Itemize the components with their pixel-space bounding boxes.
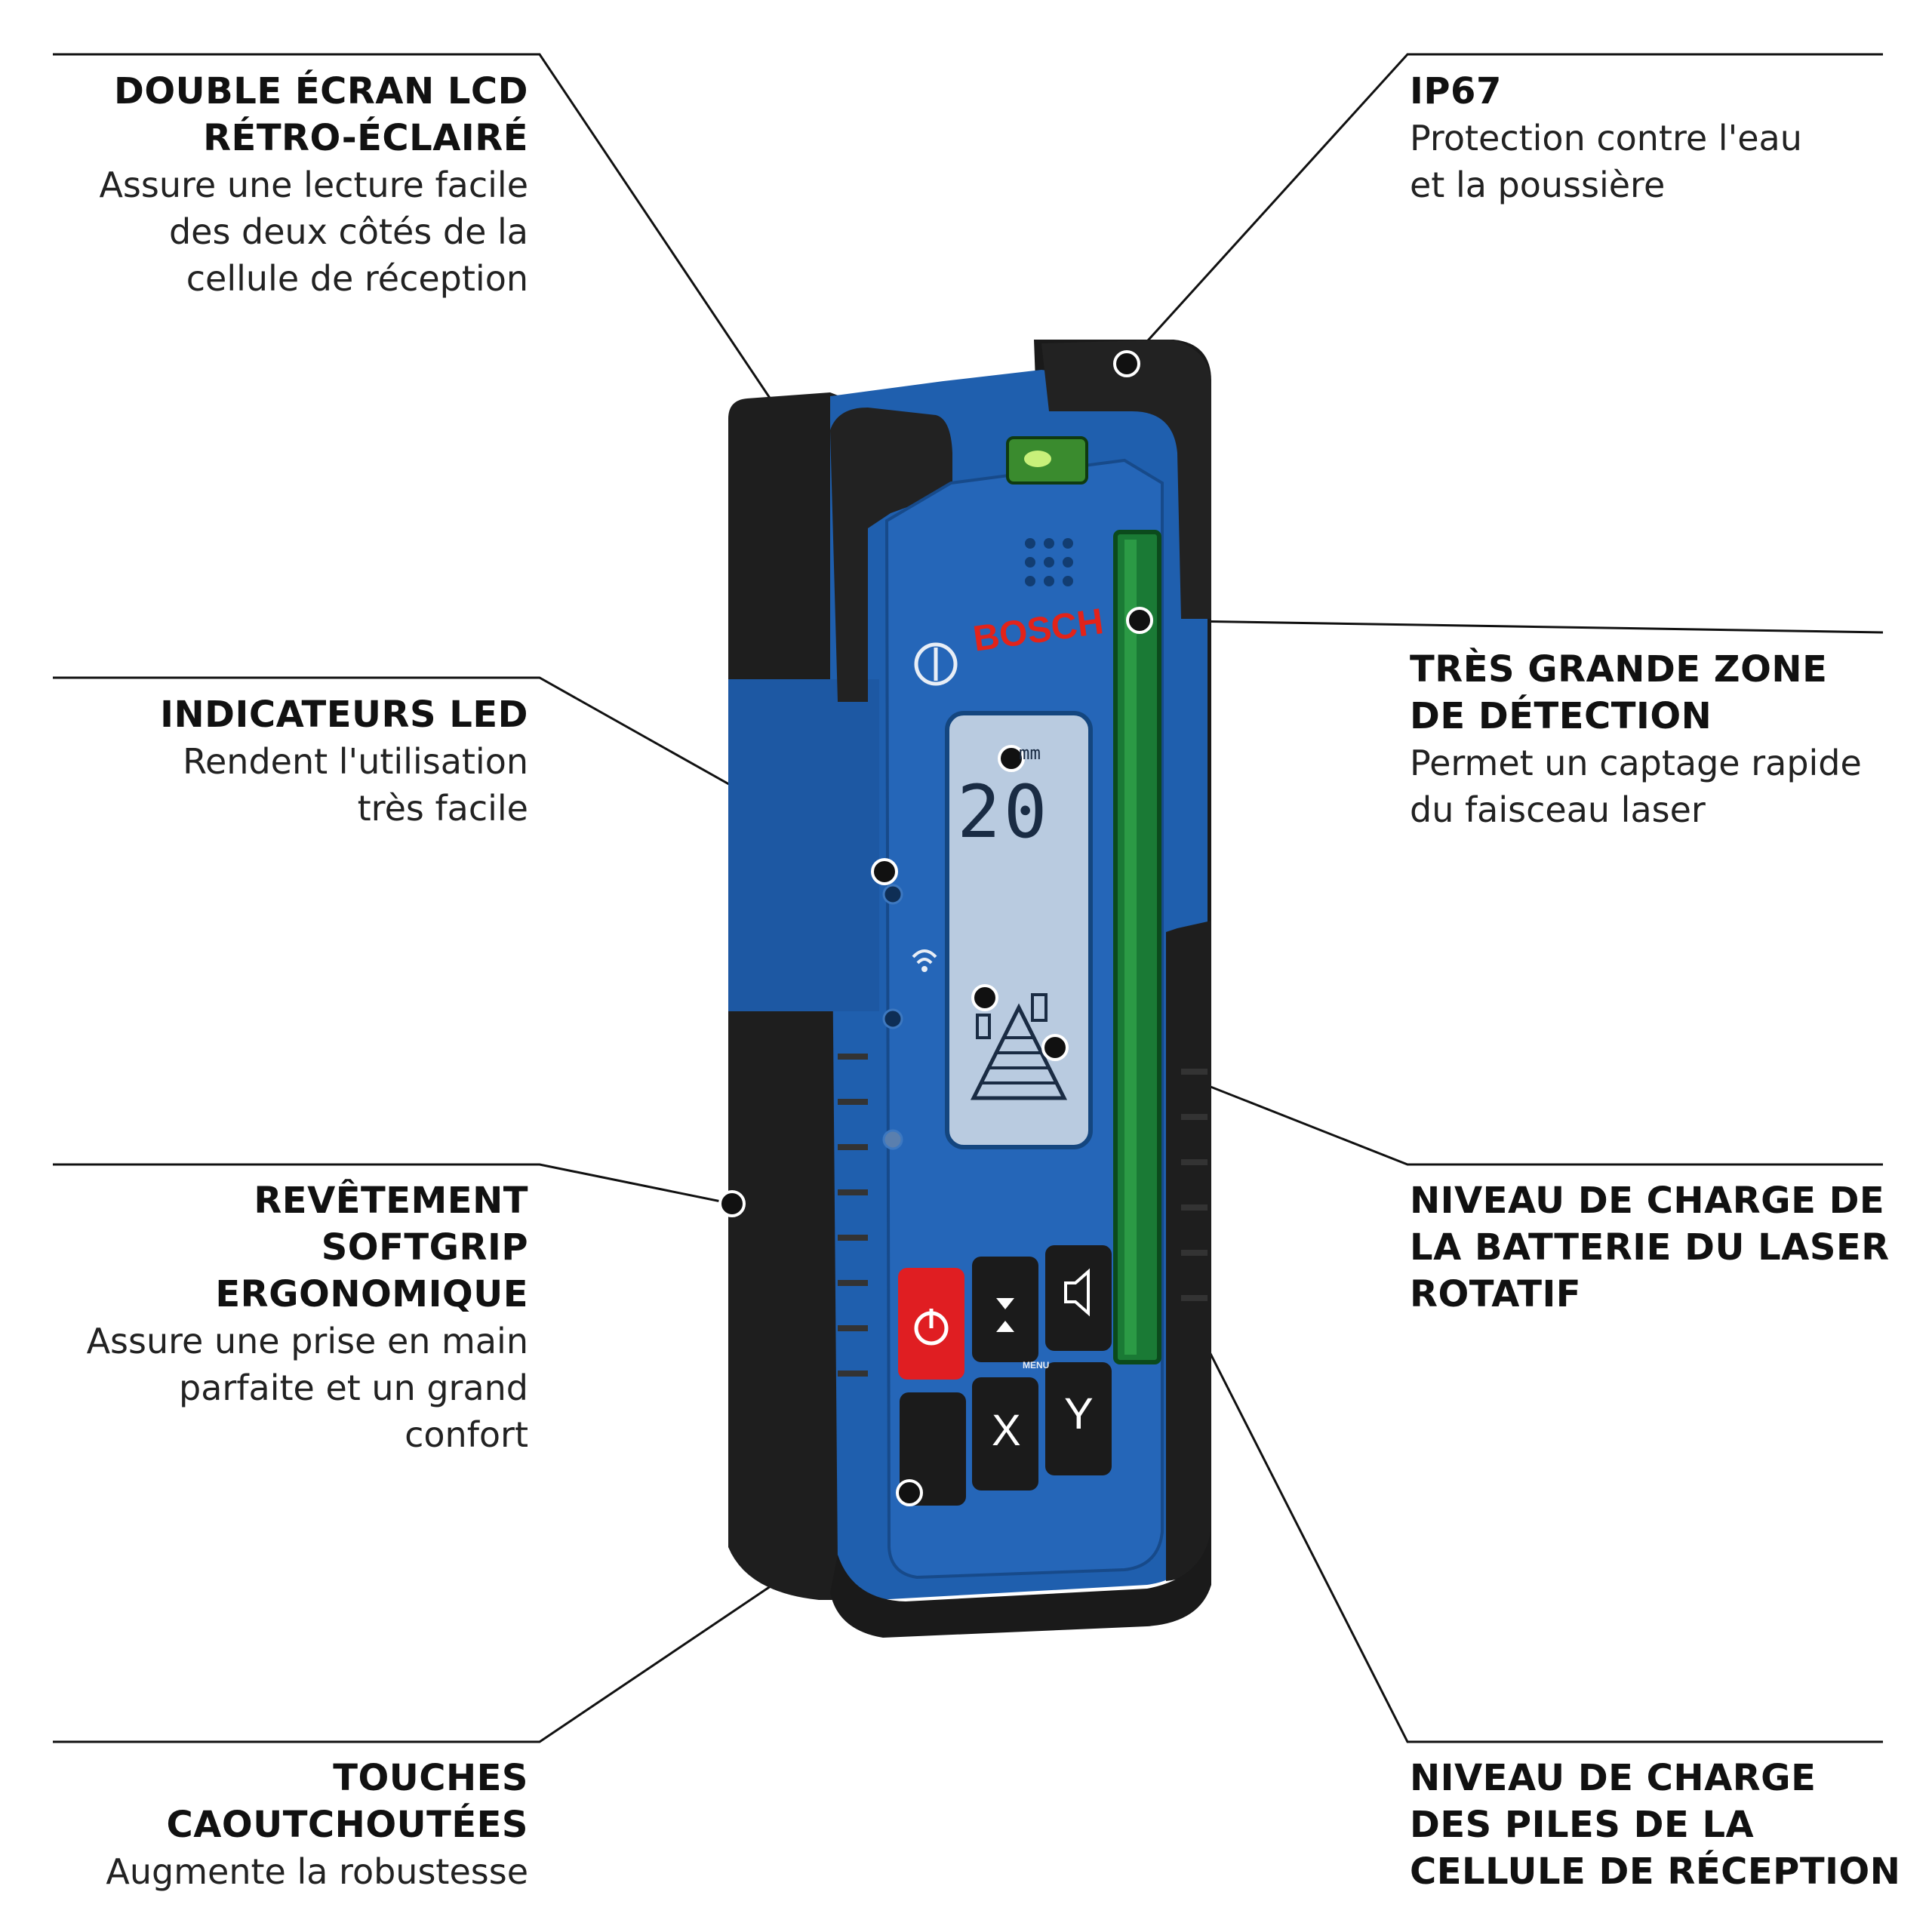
led-indicator-2 — [882, 1008, 903, 1029]
y-key-label: Y — [1064, 1389, 1094, 1438]
rotation-button — [900, 1392, 966, 1506]
dot-led — [871, 858, 898, 885]
y-button — [1045, 1362, 1112, 1475]
speaker-icon — [1064, 1268, 1090, 1317]
callout-led: INDICATEURS LED Rendent l'utilisation tr… — [0, 691, 528, 832]
callout-led-desc: Rendent l'utilisation très facile — [183, 741, 528, 829]
callout-ip67: IP67 Protection contre l'eau et la pouss… — [1410, 68, 1923, 208]
x-key-label: X — [992, 1406, 1021, 1455]
callout-keys: TOUCHES CAOUTCHOUTÉES Augmente la robust… — [0, 1755, 528, 1895]
speaker-grille — [1025, 538, 1073, 586]
lcd-laser-battery-icon — [976, 1014, 991, 1039]
top-cap-left — [830, 408, 952, 702]
bosch-armature-icon — [914, 642, 958, 686]
lcd-receiver-battery-icon — [1031, 993, 1048, 1022]
alignment-icon — [996, 1298, 1014, 1332]
grip-bottom — [830, 1524, 1211, 1638]
callout-lcd-title: DOUBLE ÉCRAN LCD RÉTRO-ÉCLAIRÉ — [114, 70, 528, 159]
dot-lcd — [998, 745, 1025, 772]
sound-button — [1045, 1245, 1112, 1351]
wifi-icon — [912, 949, 937, 964]
leader-softgrip — [53, 1163, 733, 1205]
side-band-blue — [728, 679, 879, 1011]
dot-receiver-battery — [1041, 1034, 1069, 1061]
callout-receiver-battery: NIVEAU DE CHARGE DES PILES DE LA CELLULE… — [1410, 1755, 1923, 1895]
led-indicator-1 — [882, 884, 903, 905]
callout-softgrip-desc: Assure une prise en main parfaite et un … — [86, 1321, 528, 1455]
menu-label: MENU — [1023, 1360, 1050, 1371]
leader-zone — [1139, 619, 1884, 634]
callout-lcd: DOUBLE ÉCRAN LCD RÉTRO-ÉCLAIRÉ Assure un… — [0, 68, 528, 302]
callout-ip67-title: IP67 — [1410, 70, 1502, 112]
bubble — [1024, 451, 1051, 467]
callout-keys-desc: Augmente la robustesse — [106, 1851, 528, 1892]
dot-ip67 — [1113, 350, 1140, 377]
callout-zone-title: TRÈS GRANDE ZONE DE DÉTECTION — [1410, 648, 1828, 737]
x-button — [972, 1377, 1038, 1491]
dot-laser-battery — [971, 984, 998, 1011]
callout-softgrip: REVÊTEMENT SOFTGRIP ERGONOMIQUE Assure u… — [0, 1177, 528, 1458]
grip-ridges — [838, 1054, 1208, 1377]
callout-ip67-desc: Protection contre l'eau et la poussière — [1410, 118, 1802, 205]
dot-zone — [1126, 607, 1153, 634]
dot-keys — [896, 1479, 923, 1506]
lcd-unit: mm — [1019, 743, 1041, 764]
top-cap-right — [1041, 340, 1211, 619]
callout-receiver-battery-title: NIVEAU DE CHARGE DES PILES DE LA CELLULE… — [1410, 1757, 1901, 1893]
callout-lcd-desc: Assure une lecture facile des deux côtés… — [99, 165, 528, 299]
callout-led-title: INDICATEURS LED — [160, 694, 528, 736]
dot-softgrip — [718, 1190, 746, 1217]
callout-laser-battery-title: NIVEAU DE CHARGE DE LA BATTERIE DU LASER… — [1410, 1180, 1890, 1315]
lcd-value: 20 — [957, 770, 1051, 854]
callout-keys-title: TOUCHES CAOUTCHOUTÉES — [166, 1757, 528, 1846]
callout-zone: TRÈS GRANDE ZONE DE DÉTECTION Permet un … — [1410, 646, 1923, 833]
detection-window — [1113, 530, 1161, 1364]
led-indicator-3 — [882, 1129, 903, 1150]
callout-softgrip-title: REVÊTEMENT SOFTGRIP ERGONOMIQUE — [215, 1180, 528, 1315]
callout-zone-desc: Permet un captage rapide du faisceau las… — [1410, 743, 1862, 830]
callout-laser-battery: NIVEAU DE CHARGE DE LA BATTERIE DU LASER… — [1410, 1177, 1923, 1318]
leader-ip67 — [1125, 53, 1883, 365]
